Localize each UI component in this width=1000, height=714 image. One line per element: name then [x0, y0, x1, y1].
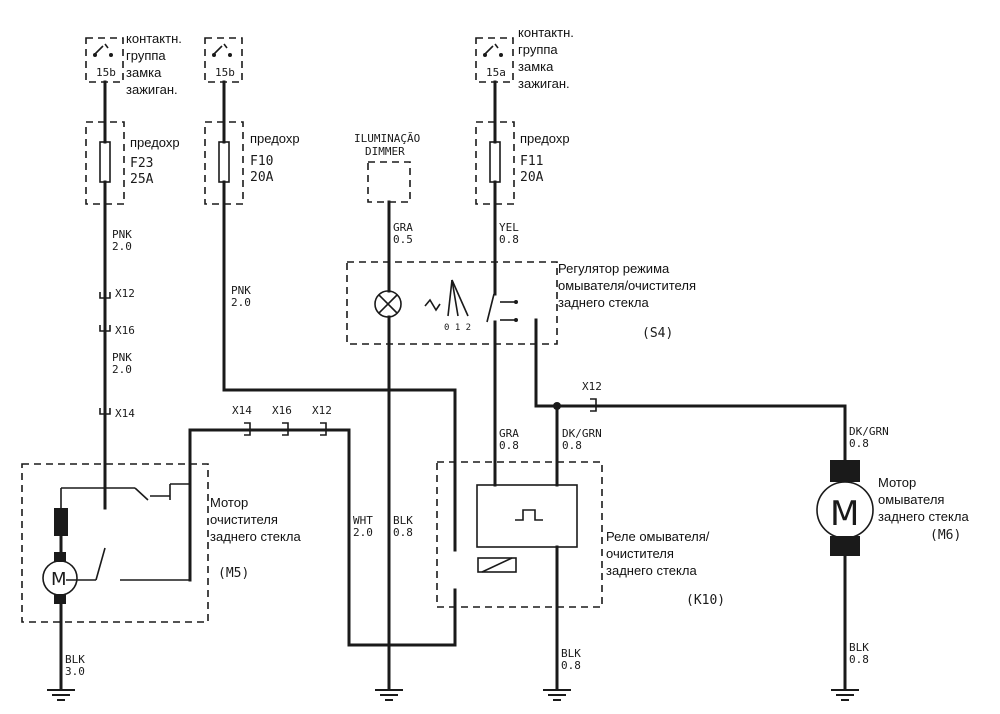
wire-color: BLK — [65, 653, 85, 666]
fuse-f10-title: предохр — [250, 130, 300, 147]
wire-size: 0.8 — [562, 439, 582, 452]
wire-size: 0.8 — [849, 653, 869, 666]
motor-m5-letter: M — [51, 569, 67, 590]
motor-m6-icon: M — [816, 460, 874, 556]
fuse-f11-id: F11 — [520, 154, 544, 169]
position-switch-icon: 0 1 2 — [424, 279, 471, 333]
ignition-terminal-label: 15b — [215, 66, 235, 79]
connector-label: X14 — [232, 404, 252, 417]
wire-color: GRA — [499, 427, 519, 440]
pulse-icon — [515, 509, 543, 521]
wire-size: 2.0 — [112, 363, 132, 376]
key-switch-icon — [212, 43, 232, 57]
motor-m5-icon: M — [42, 552, 78, 604]
s4-description: Регулятор режима омывателя/очистителя за… — [558, 260, 696, 311]
wire-size: 0.8 — [499, 439, 519, 452]
ground-icon — [831, 689, 859, 701]
wire-size: 0.8 — [393, 526, 413, 539]
connector-label: X12 — [312, 404, 332, 417]
connector-label: X12 — [115, 287, 135, 300]
relay-timer-block — [476, 484, 578, 548]
relay-coil-icon — [477, 557, 517, 573]
motor-coil-icon — [54, 508, 68, 536]
ground-icon — [47, 689, 75, 701]
fuse-f11-title: предохр — [520, 130, 570, 147]
ignition-left-description: контактн. группа замка зажиган. — [126, 30, 182, 98]
fuse-f10-id: F10 — [250, 154, 274, 169]
s4-switch-box — [346, 261, 558, 345]
ignition-right-description: контактн. группа замка зажиган. — [518, 24, 574, 92]
wire-color: PNK — [231, 284, 251, 297]
switch-contact — [486, 293, 495, 323]
m5-motor-box — [21, 463, 209, 623]
wire-color: DK/GRN — [849, 425, 889, 438]
wire-color: YEL — [499, 221, 519, 234]
motor-m6-letter: M — [830, 494, 859, 534]
k10-code: (K10) — [686, 593, 726, 608]
wire-size: 2.0 — [231, 296, 251, 309]
dimmer-label-1: ILUMINAÇÃO — [354, 132, 420, 145]
ignition-terminal-label: 15b — [96, 66, 116, 79]
dimmer-box — [367, 161, 411, 203]
wire-size: 0.8 — [561, 659, 581, 672]
wire-size: 0.5 — [393, 233, 413, 246]
key-switch-icon — [93, 43, 113, 57]
connector-label: X16 — [115, 324, 135, 337]
connector-label: X14 — [115, 407, 135, 420]
wire-color: WHT — [353, 514, 373, 527]
k10-description: Реле омывателя/ очистителя заднего стекл… — [606, 528, 710, 579]
ignition-terminal-label: 15a — [486, 66, 506, 79]
ground-icon — [543, 689, 571, 701]
m6-code: (M6) — [930, 528, 962, 543]
wire-color: DK/GRN — [562, 427, 602, 440]
indicator-lamp-icon — [374, 290, 402, 318]
switch-positions: 0 1 2 — [444, 323, 471, 333]
wire-color: PNK — [112, 228, 132, 241]
connector-label: X12 — [582, 380, 602, 393]
s4-code: (S4) — [642, 326, 674, 341]
wire-color: BLK — [561, 647, 581, 660]
fuse-f11-rating: 20A — [520, 170, 544, 185]
wire-size: 3.0 — [65, 665, 85, 678]
wire-size: 2.0 — [353, 526, 373, 539]
m6-description: Мотор омывателя заднего стекла — [878, 474, 969, 525]
wire-color: GRA — [393, 221, 413, 234]
fuse-f23-rating: 25A — [130, 172, 154, 187]
ignition-switch-left: 15b — [85, 37, 124, 83]
ignition-switch-right: 15a — [475, 37, 514, 83]
fuse-f23-id: F23 — [130, 156, 154, 171]
wiring — [59, 80, 847, 690]
m5-description: Мотор очистителя заднего стекла — [210, 494, 301, 545]
m5-code: (M5) — [218, 566, 250, 581]
ignition-switch-mid: 15b — [204, 37, 243, 83]
dimmer-label-2: DIMMER — [365, 145, 405, 158]
ground-icon — [375, 689, 403, 701]
wire-size: 2.0 — [112, 240, 132, 253]
wire-color: BLK — [849, 641, 869, 654]
connectors — [99, 292, 597, 436]
fuse-f23-title: предохр — [130, 134, 180, 151]
fuse-f10-rating: 20A — [250, 170, 274, 185]
wire-size: 0.8 — [499, 233, 519, 246]
wire-color: BLK — [393, 514, 413, 527]
wire-color: PNK — [112, 351, 132, 364]
connector-label: X16 — [272, 404, 292, 417]
key-switch-icon — [483, 43, 503, 57]
wire-size: 0.8 — [849, 437, 869, 450]
